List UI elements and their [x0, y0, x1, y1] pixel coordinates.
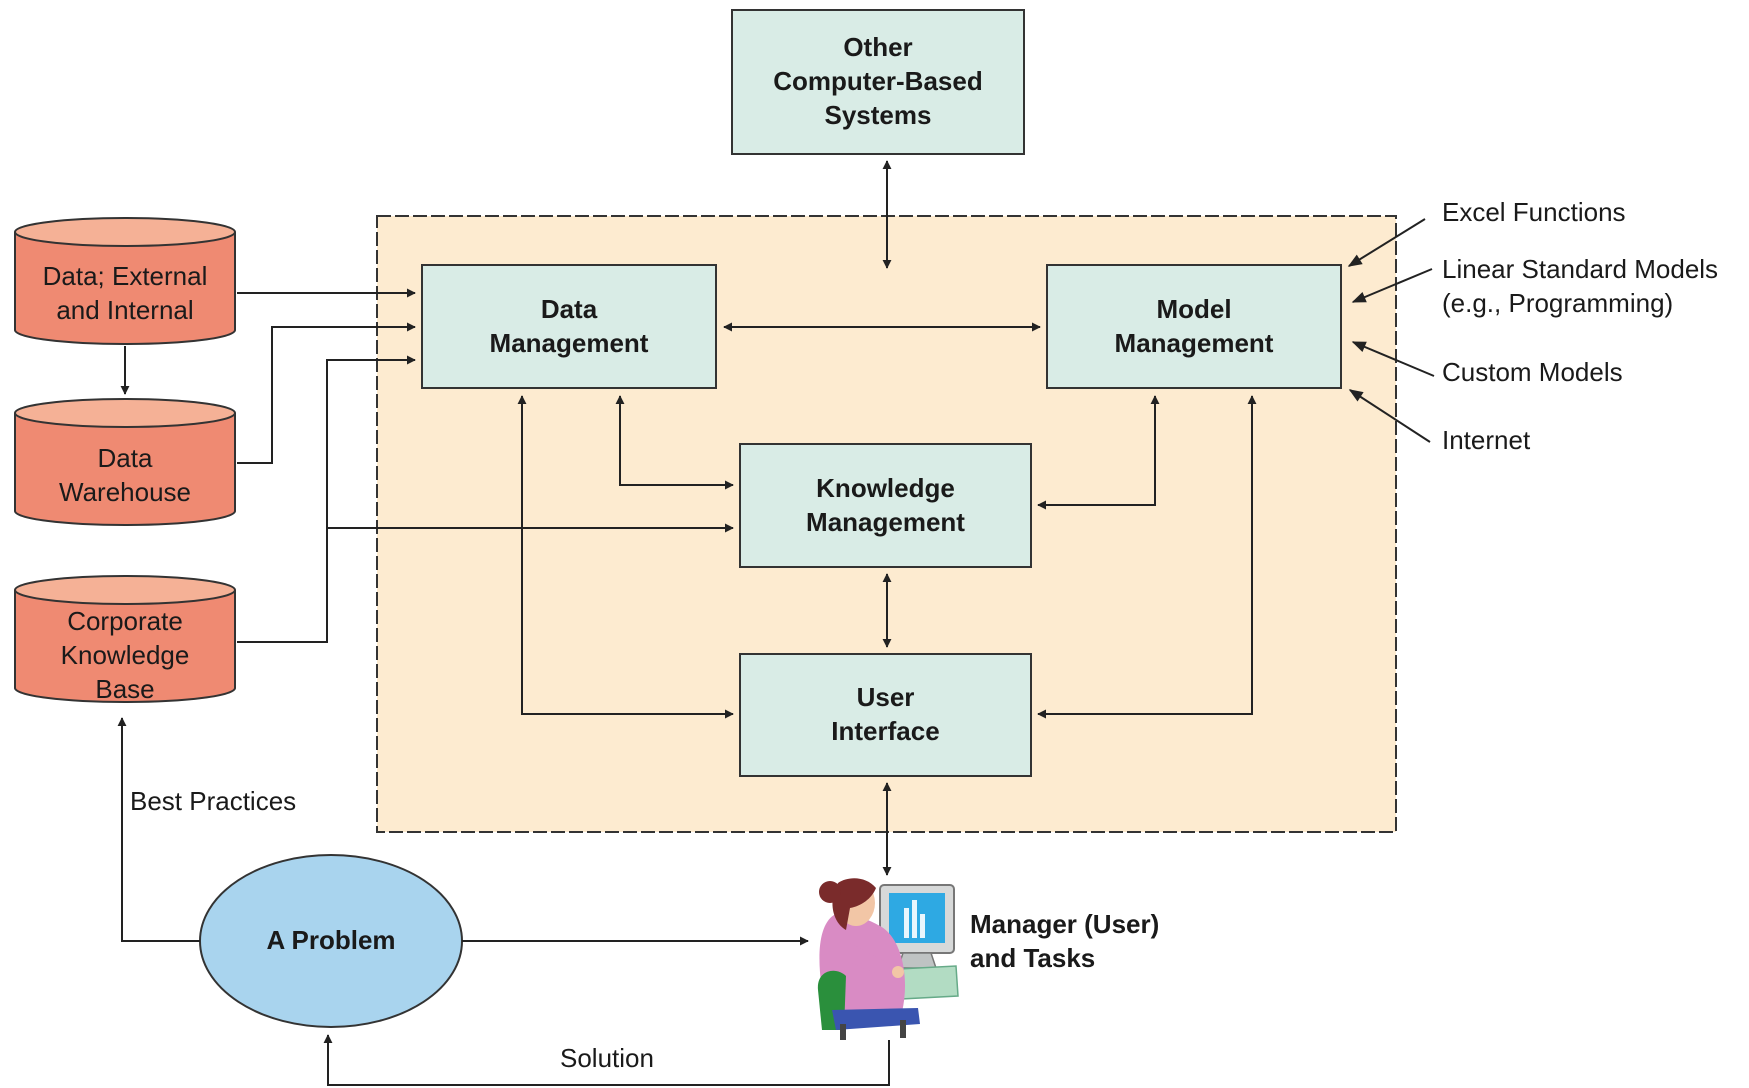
- model-management-box: [1046, 264, 1342, 389]
- solution-label: Solution: [560, 1043, 654, 1074]
- arrow-problem-best-practices: [117, 717, 200, 942]
- data-external-internal-label: Data; External and Internal: [42, 261, 208, 325]
- arrow-warehouse-data: [237, 322, 416, 464]
- corporate-knowledge-base-label: Corporate Knowledge Base: [60, 606, 190, 704]
- arrow-excel-functions: [1347, 218, 1426, 267]
- connectors: [117, 160, 1435, 1086]
- arrow-solution: [323, 1034, 890, 1086]
- corporate-knowledge-base-cylinder: [14, 575, 236, 703]
- arrow-kb-data: [237, 355, 416, 643]
- user-interface-box: [739, 653, 1032, 777]
- data-management-box: [421, 264, 717, 389]
- knowledge-management-label: Knowledge Management: [806, 472, 965, 537]
- user-interface-label: User Interface: [831, 682, 940, 746]
- other-systems-box: [731, 9, 1025, 155]
- data-warehouse-label: Data Warehouse: [59, 443, 191, 507]
- a-problem-label: A Problem: [266, 925, 396, 956]
- arrow-custom-models: [1351, 341, 1435, 377]
- internet-label: Internet: [1442, 425, 1531, 456]
- arrow-linear-models: [1351, 268, 1433, 303]
- data-external-internal-cylinder: [14, 217, 236, 345]
- excel-functions-label: Excel Functions: [1442, 197, 1626, 228]
- manager-user-icon: [817, 878, 959, 1040]
- arrow-internet: [1348, 389, 1431, 443]
- model-management-label: Model Management: [1114, 293, 1274, 358]
- linear-standard-models-label: Linear Standard Models (e.g., Programmin…: [1442, 254, 1719, 318]
- knowledge-management-box: [739, 443, 1032, 568]
- custom-models-label: Custom Models: [1442, 357, 1623, 388]
- best-practices-label: Best Practices: [130, 786, 297, 817]
- manager-label: Manager (User) and Tasks: [970, 909, 1160, 973]
- other-systems-label: Other Computer-Based Systems: [773, 32, 983, 130]
- arrow-model-ui: [1037, 395, 1257, 719]
- data-warehouse-cylinder: [14, 398, 236, 526]
- arrow-data-ui: [517, 395, 734, 719]
- data-management-label: Data Management: [489, 293, 649, 358]
